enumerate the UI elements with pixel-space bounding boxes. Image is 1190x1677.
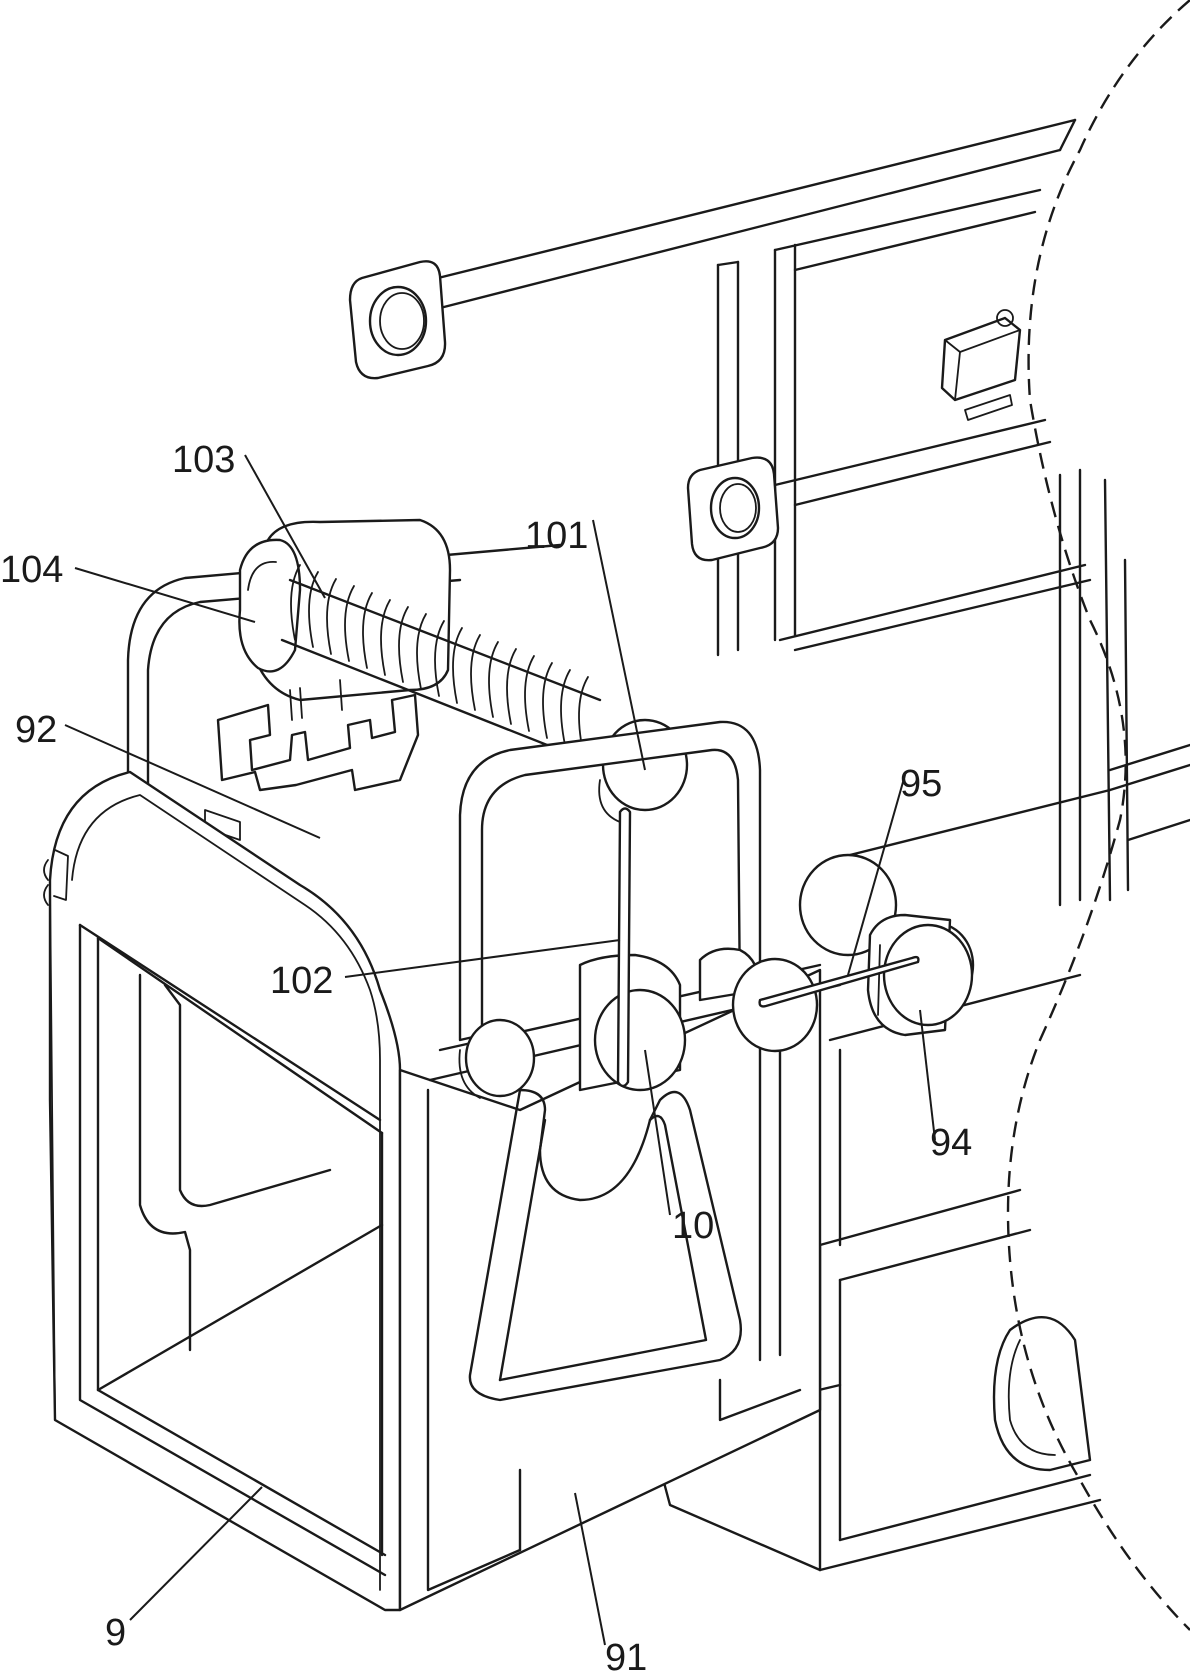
upper-frame bbox=[348, 118, 1190, 907]
label-92: 92 bbox=[15, 709, 57, 751]
label-94: 94 bbox=[930, 1122, 972, 1164]
link-rods bbox=[616, 807, 920, 1088]
break-line bbox=[1006, 0, 1190, 1631]
front-housing bbox=[43, 770, 402, 1612]
label-95: 95 bbox=[900, 763, 942, 805]
clamp-bracket bbox=[204, 679, 420, 841]
label-101: 101 bbox=[525, 515, 588, 557]
leader-lines bbox=[64, 454, 936, 1646]
label-9: 9 bbox=[105, 1612, 126, 1654]
label-102: 102 bbox=[270, 960, 333, 1002]
face-plate bbox=[398, 968, 822, 1612]
label-103: 103 bbox=[172, 439, 235, 481]
label-10: 10 bbox=[672, 1205, 714, 1247]
reference-labels: 103 104 101 92 95 102 94 10 9 91 bbox=[0, 439, 972, 1677]
label-104: 104 bbox=[0, 549, 63, 591]
rollers bbox=[428, 853, 975, 1099]
label-91: 91 bbox=[605, 1637, 647, 1677]
